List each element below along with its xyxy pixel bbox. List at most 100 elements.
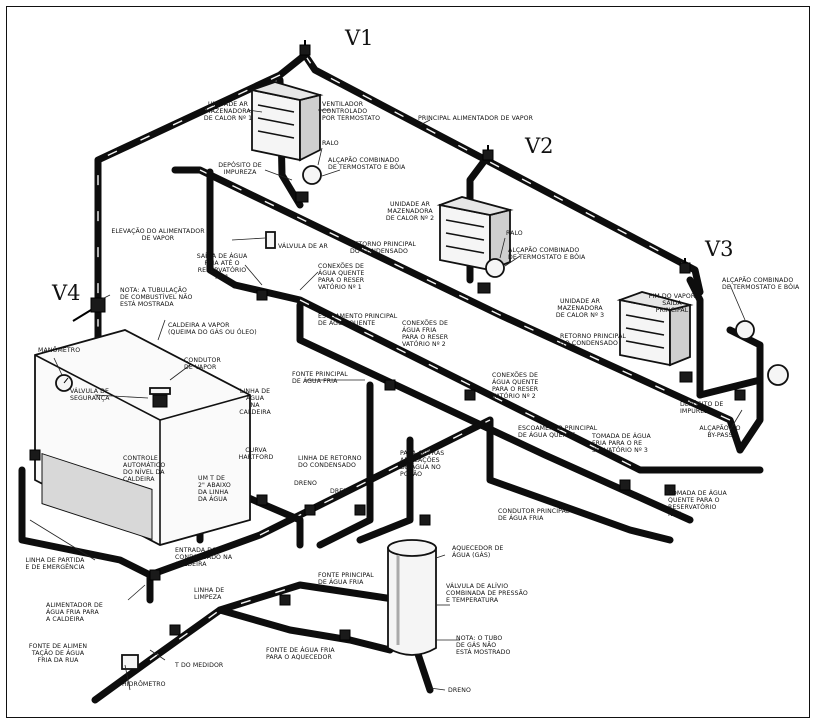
label-line: FONTE PRINCIPAL (292, 371, 348, 378)
label-line: AUTOMÁTICO (123, 460, 165, 469)
label-line: TAÇÃO DE ÁGUA (31, 648, 85, 657)
water-heater (387, 539, 437, 656)
label-line: FRIA DA RUA (38, 657, 80, 664)
cold-water-main (146, 416, 674, 579)
label-line: VATÓRIO Nº 2 (492, 391, 536, 400)
label-line: DE ÁGUA FRIA (498, 513, 544, 522)
label-line: DE GÁS NÃO (456, 640, 496, 649)
label-line: ÁGUA FRIA PARA (46, 607, 99, 616)
label-line: DA ÁGUA (198, 494, 228, 503)
label-line: TOMADA DE ÁGUA (667, 488, 727, 497)
label-line: PORÃO (400, 469, 422, 478)
label-line: SERVATÓRIO Nº 3 (592, 445, 648, 454)
label-line: RESERVATÓRIO (668, 502, 716, 511)
label-line: CONTROLADO (322, 108, 367, 115)
label-line: CALDEIRA (123, 476, 155, 483)
label-line: ESCOAMENTO PRINCIPAL (318, 313, 398, 320)
label-line: PARA O AQUECEDOR (266, 654, 332, 661)
label-line: DRENO (294, 480, 317, 487)
label-line: CONDUTOR (184, 357, 221, 364)
label-line: VÁLVULA DE AR (278, 241, 328, 250)
label-line: VENTILADOR (322, 101, 364, 108)
label-line: RETORNO PRINCIPAL (350, 241, 416, 248)
label-line: DO CONDENSADO (560, 340, 618, 347)
label-line: DE COMBUSTÍVEL NÃO (120, 292, 192, 301)
label-line: E TEMPERATURA (446, 597, 499, 604)
label-line: E DE EMERGÊNCIA (25, 562, 85, 571)
label-line: CONTROLE (123, 455, 158, 462)
manometer (55, 374, 73, 392)
label-line: SEGURANÇA (70, 395, 110, 402)
label-line: FRIA ATÉ O (204, 258, 239, 267)
label-line: Nº 3 (668, 511, 682, 518)
label-line: UNIDADE AR (390, 201, 431, 208)
label-line: VÁLVULA DE (70, 386, 109, 395)
boiler-drain-line (226, 486, 304, 549)
label-line: ÁGUA FRIA (402, 325, 437, 334)
label-line: CALDEIRA (239, 409, 271, 416)
label-line: PRINCIPAL (656, 307, 689, 314)
steam-riser (94, 51, 309, 334)
label-line: ÁGUA QUENTE (492, 377, 538, 386)
label-line: IMPUREZA (224, 169, 258, 176)
label-line: LINHA DE RETORNO (298, 455, 362, 462)
label-line: HIDRÔMETRO (122, 679, 166, 688)
label-line: ESCOAMENTO PRINCIPAL (518, 425, 598, 432)
label-line: NOTA: A TUBULAÇÃO (120, 285, 187, 294)
label-line: FONTE DE ÁGUA FRIA (266, 645, 335, 654)
valve-label-v2: V2 (524, 134, 554, 158)
label-line: HARTFORD (239, 454, 274, 461)
label-line: ALÇAPÃO COMBINADO (508, 245, 579, 254)
label-line: MAZENADORA (205, 108, 251, 115)
heat-unit-2 (436, 196, 514, 272)
label-ralo1: RALO (322, 140, 339, 147)
label-line: DRENO (330, 488, 353, 495)
label-line: LINHA DE (240, 388, 270, 395)
label-air-valve: VÁLVULA DE AR (278, 241, 328, 250)
label-line: DE ÁGUA FRIA (318, 577, 364, 586)
cold-water-lower (316, 381, 374, 549)
label-line: NA (250, 402, 260, 409)
label-line: FRIA PARA O RE (592, 440, 642, 447)
valve-label-v1: V1 (344, 26, 374, 50)
label-line: DO CONDENSADO (350, 248, 408, 255)
label-line: AQUECEDOR DE (452, 545, 503, 552)
bypass-loop (696, 376, 764, 454)
label-line: DE ÁGUA NO (400, 462, 441, 471)
label-line: DE ÁGUA QUENTE (318, 318, 375, 327)
label-line: ÁGUA QUENTE (318, 268, 364, 277)
label-boiler: CALDEIRA A VAPOR(QUEIMA DO GÁS OU ÓLEO) (168, 322, 257, 336)
trap-2 (477, 258, 505, 294)
label-line: T DO MEDIDOR (174, 662, 224, 669)
hydrometer (121, 654, 139, 670)
trap-3 (679, 320, 789, 386)
label-line: COMBINADA DE PRESSÃO (446, 588, 528, 597)
cold-water-branch (356, 436, 414, 544)
label-line: ALÇAPÃO COMBINADO (722, 275, 793, 284)
